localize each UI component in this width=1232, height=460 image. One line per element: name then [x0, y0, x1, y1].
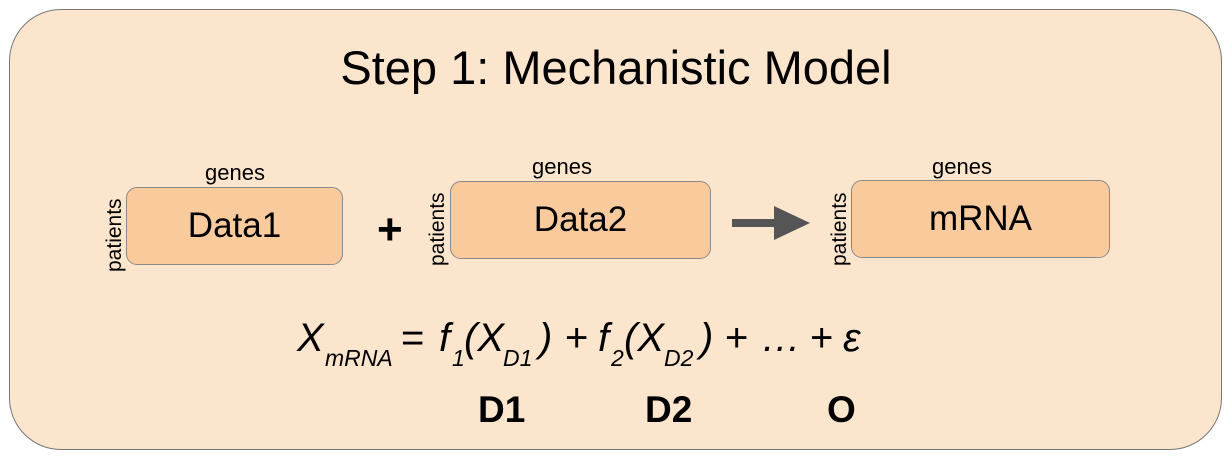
eq-lhs-var: X	[297, 316, 324, 360]
data2-box: Data2	[450, 181, 711, 259]
eq-open2: (X	[624, 316, 664, 360]
data1-box: Data1	[126, 187, 343, 265]
eq-ellipsis: …	[761, 316, 801, 360]
data1-patients-label: patients	[103, 198, 126, 272]
diagram-title: Step 1: Mechanistic Model	[340, 41, 892, 94]
eq-epsilon: ε	[843, 316, 861, 360]
mrna-genes-label: genes	[932, 154, 992, 179]
data2-genes-label: genes	[532, 154, 592, 179]
eq-plus2: +	[725, 316, 749, 360]
mrna-patients-label: patients	[828, 192, 851, 266]
eq-f1-sub: 1	[452, 345, 465, 371]
mrna-box-label: mRNA	[928, 199, 1033, 238]
eq-f1: f	[439, 316, 451, 360]
eq-f2: f	[598, 316, 610, 360]
right-arrow-icon	[732, 206, 810, 240]
plus-operator: +	[377, 205, 403, 254]
eq-plus1: +	[565, 316, 589, 360]
eq-close1: )	[539, 316, 553, 360]
eq-close2: )	[700, 316, 714, 360]
data1-genes-label: genes	[205, 160, 265, 185]
eq-open1: (X	[464, 316, 504, 360]
eq-d1-sub: D1	[503, 345, 533, 371]
eq-equals: =	[401, 316, 425, 360]
mrna-box: mRNA	[851, 180, 1110, 258]
eq-f2-sub: 2	[611, 345, 624, 371]
term-label-d2: D2	[645, 389, 693, 430]
data1-box-label: Data1	[187, 206, 282, 245]
eq-lhs-sub: mRNA	[325, 345, 393, 371]
term-label-o: O	[827, 389, 856, 430]
eq-plus3: +	[810, 316, 834, 360]
term-label-d1: D1	[478, 389, 526, 430]
eq-d2-sub: D2	[664, 345, 694, 371]
data2-patients-label: patients	[426, 192, 449, 266]
data2-box-label: Data2	[533, 200, 628, 239]
